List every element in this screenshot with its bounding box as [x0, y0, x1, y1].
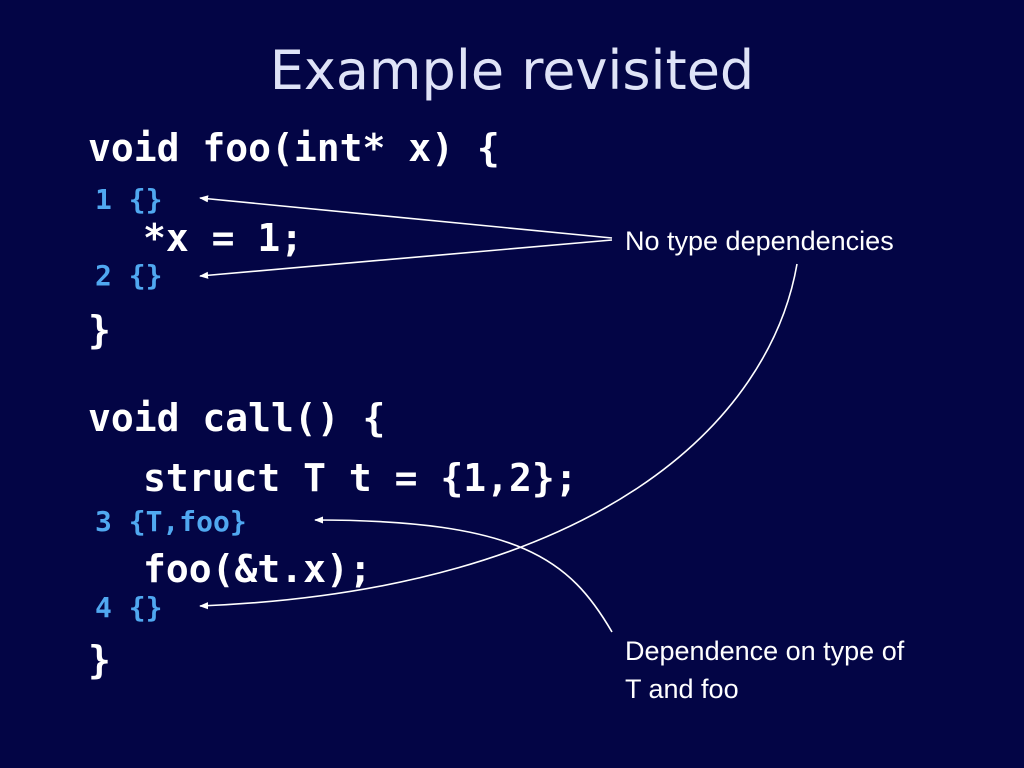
foo-body-line: *x = 1; [143, 216, 304, 260]
arrow-to-annotation-1 [199, 195, 613, 239]
call-foo-line: foo(&t.x); [143, 547, 372, 591]
annotation-3: 3 {T,foo} [95, 506, 247, 538]
annotation-set: {} [128, 183, 163, 216]
call-struct-line: struct T t = {1,2}; [143, 456, 578, 500]
note-no-type-dependencies: No type dependencies [625, 226, 894, 256]
foo-signature: void foo(int* x) { [88, 126, 500, 170]
note-dependence-on-type: Dependence on type of T and foo [625, 636, 905, 704]
annotation-set: {} [128, 259, 163, 292]
arrow-to-annotation-2 [199, 239, 613, 279]
foo-close-brace: } [88, 308, 111, 352]
call-close-brace: } [88, 638, 111, 682]
arrow-to-annotation-4 [199, 263, 798, 610]
annotation-1: 1 {} [95, 184, 162, 216]
annotation-set: {T,foo} [128, 505, 247, 538]
annotation-number: 2 [95, 259, 112, 292]
annotation-2: 2 {} [95, 260, 162, 292]
call-signature: void call() { [88, 396, 386, 440]
annotation-4: 4 {} [95, 592, 162, 624]
annotation-number: 1 [95, 183, 112, 216]
annotation-number: 3 [95, 505, 112, 538]
annotation-set: {} [128, 591, 163, 624]
annotation-number: 4 [95, 591, 112, 624]
slide-title: Example revisited [269, 39, 755, 102]
arrow-to-annotation-3 [314, 516, 613, 633]
